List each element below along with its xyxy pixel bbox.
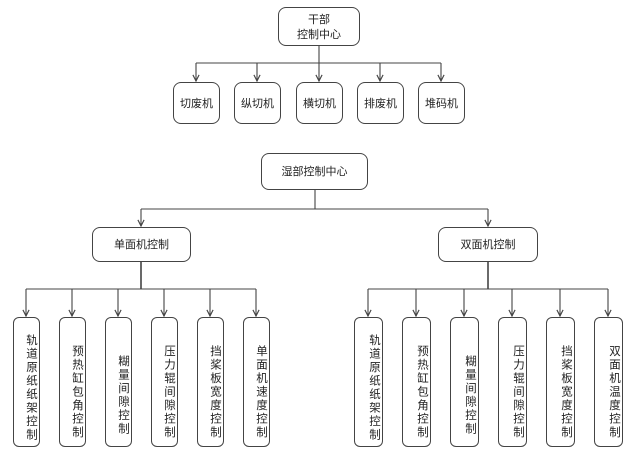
leaf-label: 双面机温度控制 bbox=[608, 344, 622, 440]
single-leaf-node: 压力辊间隙控制 bbox=[151, 317, 178, 447]
leaf-label: 压力辊间隙控制 bbox=[512, 344, 526, 440]
double-leaf-node: 双面机温度控制 bbox=[594, 317, 623, 447]
node-label: 排废机 bbox=[364, 96, 397, 110]
leaf-label: 糊量间隙控制 bbox=[117, 355, 131, 436]
leaf-label: 压力辊间隙控制 bbox=[163, 344, 177, 440]
single-leaf-node: 糊量间隙控制 bbox=[105, 317, 132, 447]
single-leaf-node: 挡桨板宽度控制 bbox=[197, 317, 224, 447]
node-label: 纵切机 bbox=[241, 96, 274, 110]
dry-child-node: 堆码机 bbox=[418, 82, 465, 124]
double-leaf-node: 预热缸包角控制 bbox=[402, 317, 431, 447]
double-leaf-node: 挡桨板宽度控制 bbox=[546, 317, 575, 447]
single-facer-label: 单面机控制 bbox=[114, 238, 169, 251]
leaf-label: 轨道原纸纸架控制 bbox=[368, 334, 382, 442]
leaf-label: 挡桨板宽度控制 bbox=[209, 344, 223, 440]
leaf-label: 轨道原纸纸架控制 bbox=[25, 334, 39, 442]
dry-control-center: 干部 控制中心 bbox=[278, 7, 360, 46]
dry-child-node: 切废机 bbox=[173, 82, 220, 124]
wet-control-center: 湿部控制中心 bbox=[261, 153, 368, 190]
single-leaf-node: 单面机速度控制 bbox=[243, 317, 270, 447]
node-label: 堆码机 bbox=[425, 96, 458, 110]
node-label: 横切机 bbox=[303, 96, 336, 110]
single-leaf-node: 轨道原纸纸架控制 bbox=[13, 317, 40, 447]
double-leaf-node: 糊量间隙控制 bbox=[450, 317, 479, 447]
leaf-label: 预热缸包角控制 bbox=[71, 344, 85, 440]
double-leaf-node: 压力辊间隙控制 bbox=[498, 317, 527, 447]
dry-child-node: 排废机 bbox=[357, 82, 404, 124]
dry-child-node: 横切机 bbox=[296, 82, 343, 124]
leaf-label: 预热缸包角控制 bbox=[416, 344, 430, 440]
double-facer-label: 双面机控制 bbox=[460, 238, 516, 251]
leaf-label: 糊量间隙控制 bbox=[464, 355, 478, 436]
dry-root-line1: 干部 bbox=[308, 12, 330, 26]
dry-child-node: 纵切机 bbox=[234, 82, 281, 124]
leaf-label: 单面机速度控制 bbox=[255, 344, 269, 440]
node-label: 切废机 bbox=[180, 96, 213, 110]
double-leaf-node: 轨道原纸纸架控制 bbox=[354, 317, 383, 447]
wet-root-label: 湿部控制中心 bbox=[281, 165, 348, 178]
double-facer-control: 双面机控制 bbox=[438, 227, 538, 262]
dry-root-line2: 控制中心 bbox=[297, 27, 341, 41]
single-leaf-node: 预热缸包角控制 bbox=[59, 317, 86, 447]
single-facer-control: 单面机控制 bbox=[92, 227, 191, 262]
leaf-label: 挡桨板宽度控制 bbox=[560, 344, 574, 440]
